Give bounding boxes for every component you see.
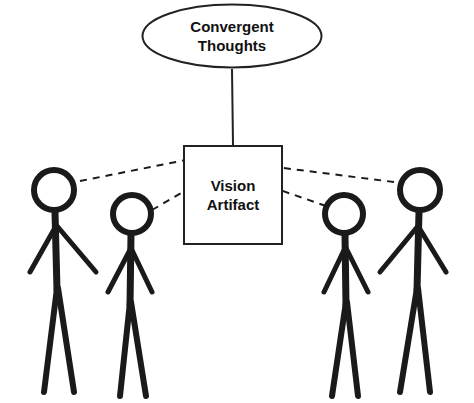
- sight-line: [80, 158, 196, 181]
- stick-figure: [30, 170, 96, 392]
- thought-ellipse: Convergent Thoughts: [141, 3, 323, 69]
- sight-line: [283, 168, 394, 182]
- stick-figure: [380, 170, 446, 392]
- connector-line: [232, 69, 233, 145]
- ellipse-outline: [141, 3, 323, 69]
- sight-line: [280, 190, 326, 206]
- node-label: Vision Artifact: [195, 176, 271, 214]
- node-label: Convergent Thoughts: [175, 17, 289, 55]
- stick-figures: [30, 170, 446, 396]
- ellipse-shape: [143, 5, 322, 68]
- stick-figure: [108, 195, 152, 396]
- artifact-box: Vision Artifact: [183, 145, 283, 245]
- stick-figure: [324, 195, 368, 396]
